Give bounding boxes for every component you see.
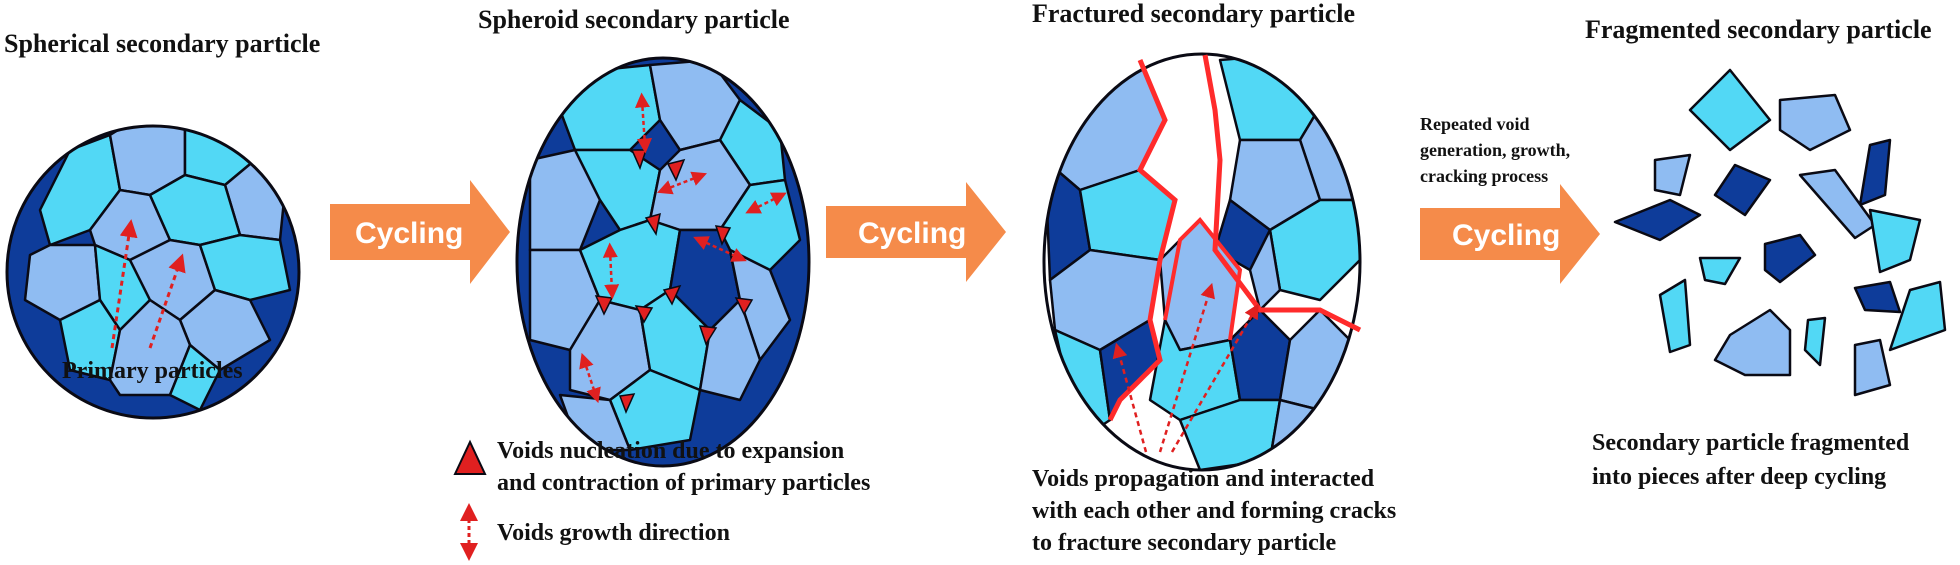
primary-particles-label: Primary particles [62,358,243,384]
repeated-process-line-1: Repeated void [1420,114,1530,134]
cycling-arrow-icon [1420,184,1600,284]
repeated-process-line-3: cracking process [1420,166,1548,186]
crack-arrows [1112,282,1259,453]
void-triangle-icon [453,439,487,475]
stage-3-title: Fractured secondary particle [1032,0,1355,28]
voids-propagation-line-2: with each other and forming cracks [1032,498,1396,524]
voids-propagation-line-1: Voids propagation and interacted [1032,466,1375,492]
void-triangles [594,149,754,414]
voids-propagation-line-3: to fracture secondary particle [1032,530,1336,556]
cycling-arrow-2-label: Cycling [858,217,966,250]
fragmented-line-1: Secondary particle fragmented [1592,430,1910,456]
stage-1-title: Spherical secondary particle [4,29,320,58]
void-growth-arrows [579,92,787,404]
fragments [1613,68,1947,397]
cycling-arrow-icon [826,182,1006,282]
voids-nucleation-line-1: Voids nucleation due to expansion [497,438,844,464]
cycling-arrow-3-label: Cycling [1452,219,1560,252]
spheroid-particle [515,56,811,468]
cycling-arrow-1-label: Cycling [355,217,463,250]
cycling-arrow-icon [330,180,510,284]
voids-nucleation-line-2: and contraction of primary particles [497,470,870,496]
stage-2-title: Spheroid secondary particle [478,5,790,34]
fractured-particle [1042,52,1362,472]
stage-4-title: Fragmented secondary particle [1585,15,1932,44]
fragmented-line-2: into pieces after deep cycling [1592,464,1886,490]
voids-growth-label: Voids growth direction [497,520,730,546]
primary-particles-pointers [110,219,186,349]
repeated-process-line-2: generation, growth, [1420,140,1570,160]
